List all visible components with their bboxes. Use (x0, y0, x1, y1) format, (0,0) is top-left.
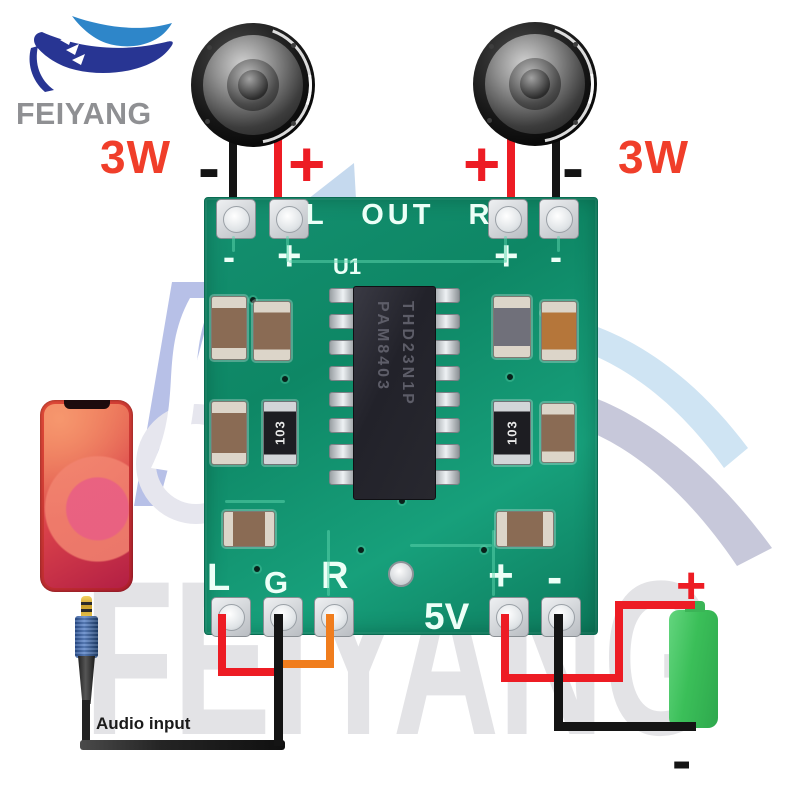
resistor-103-right: 103 (493, 401, 531, 465)
silkscreen-out-label: L OUT R (306, 199, 494, 231)
wire-speakerR-positive (507, 138, 515, 216)
chip-marking-line1: PAM8403 (374, 301, 391, 392)
wire-power-negative (554, 722, 696, 731)
wire-power-negative (554, 614, 563, 731)
battery-terminal (685, 601, 705, 612)
via (254, 566, 260, 572)
brand-name: FEIYANG (16, 96, 152, 131)
battery-minus-label: - (672, 728, 692, 793)
speaker-dust-cap (520, 69, 550, 99)
chip-marking-line2: THD23N1P (399, 301, 416, 407)
via (481, 547, 487, 553)
speakerL-plus-label: + (288, 128, 326, 200)
wire-audio-ground (274, 614, 283, 746)
audio-cable (82, 700, 90, 746)
via (358, 547, 364, 553)
pad-out-L-neg (216, 199, 256, 239)
resistor-103-left: 103 (263, 401, 297, 465)
phone-screen (44, 404, 129, 588)
silkscreen-minus: - (547, 551, 563, 603)
amplifier-chip: PAM8403 THD23N1P (353, 286, 436, 500)
silkscreen-mark: - (550, 236, 562, 277)
power-rating-left: 3W (100, 131, 171, 183)
capacitor (223, 511, 275, 547)
wire-audio-right (326, 614, 334, 668)
capacitor (493, 296, 531, 358)
wire-power-positive (501, 614, 509, 682)
silkscreen-L: L (207, 557, 231, 599)
audio-cable (80, 740, 285, 750)
power-rating-right: 3W (618, 131, 689, 183)
silkscreen-mark: + (277, 232, 302, 279)
audio-input-label: Audio input (96, 714, 191, 733)
audio-jack-tip (81, 596, 92, 618)
silkscreen-5V: 5V (424, 596, 470, 637)
speakerL-minus-label: - (198, 130, 220, 204)
via (399, 498, 405, 504)
speaker-dust-cap (238, 70, 268, 100)
mounting-hole (388, 561, 414, 587)
wire-audio-left (218, 668, 282, 676)
capacitor (211, 296, 247, 360)
wire-speakerL-negative (229, 138, 237, 214)
audio-jack-strain-relief (78, 656, 95, 704)
capacitor (541, 403, 575, 463)
wire-power-positive (615, 601, 695, 609)
wire-speakerR-negative (552, 138, 560, 214)
brand-flag-icon (29, 16, 173, 92)
smartphone (40, 400, 133, 592)
speaker-left (170, 2, 336, 168)
speakerR-plus-label: + (463, 128, 501, 200)
speaker-right (452, 1, 618, 167)
via (507, 374, 513, 380)
pad-out-R-pos (488, 199, 528, 239)
speakerR-minus-label: - (562, 130, 584, 204)
capacitor (496, 511, 554, 547)
silkscreen-G: G (264, 565, 289, 600)
pad-out-R-neg (539, 199, 579, 239)
capacitor (211, 401, 247, 465)
pad-in-G (263, 597, 303, 637)
wire-audio-right (278, 660, 334, 668)
capacitor (541, 301, 577, 361)
pcb-board: L OUT R - + + - U1 L G R 5V + - 103 (204, 197, 598, 637)
wire-audio-left (218, 614, 226, 676)
wire-speakerL-positive (274, 138, 282, 216)
battery-plus-label: + (676, 557, 707, 615)
silkscreen-R: R (321, 555, 349, 597)
wire-power-positive (615, 601, 623, 682)
pad-power-pos (489, 597, 529, 637)
audio-jack-body (75, 616, 98, 658)
pad-in-R (314, 597, 354, 637)
pad-in-L (211, 597, 251, 637)
phone-notch (63, 400, 110, 409)
via (282, 376, 288, 382)
capacitor (253, 301, 291, 361)
battery (669, 610, 718, 728)
pad-out-L-pos (269, 199, 309, 239)
via (250, 297, 256, 303)
